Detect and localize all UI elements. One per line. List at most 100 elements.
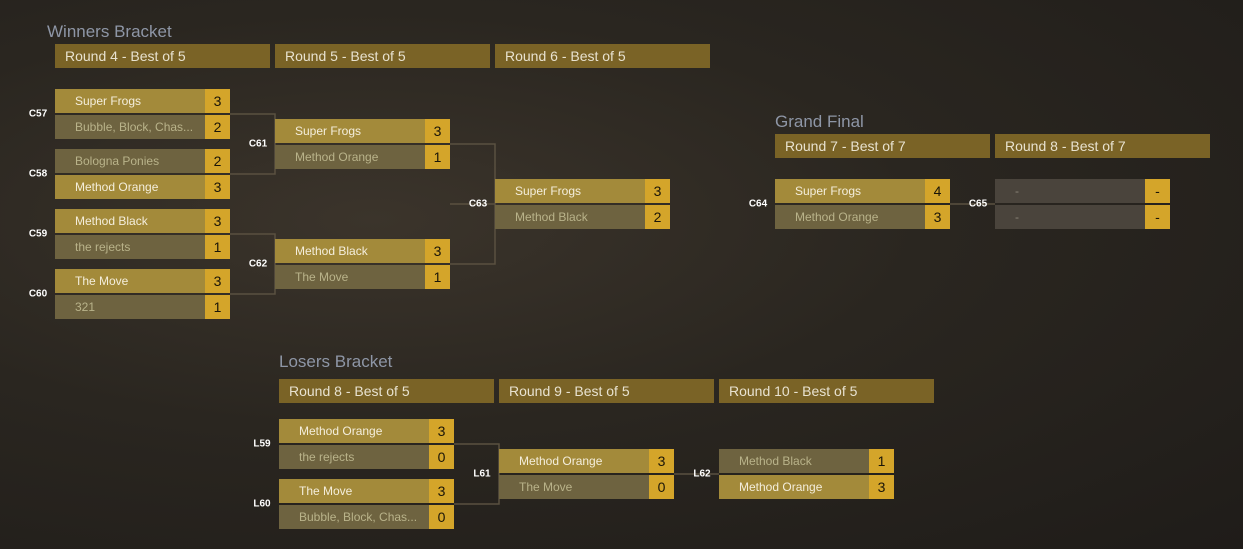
team-score: 2: [205, 115, 230, 139]
team-score: 3: [925, 205, 950, 229]
round-header: Round 7 - Best of 7: [775, 134, 990, 158]
team-name: Super Frogs: [495, 179, 645, 203]
team-score: 3: [425, 119, 450, 143]
team-score: 3: [205, 209, 230, 233]
team-name: Method Orange: [719, 475, 869, 499]
winners-bracket-title: Winners Bracket: [47, 22, 172, 41]
team-name: 321: [55, 295, 205, 319]
team-score: 1: [425, 145, 450, 169]
team-name: the rejects: [279, 445, 429, 469]
team-score: -: [1145, 179, 1170, 203]
match-id-label: C63: [468, 198, 488, 210]
match-id-label: C62: [248, 258, 268, 270]
team-row[interactable]: --: [995, 205, 1170, 229]
round-header: Round 10 - Best of 5: [719, 379, 934, 403]
team-name: Super Frogs: [275, 119, 425, 143]
team-score: 4: [925, 179, 950, 203]
team-score: 3: [205, 269, 230, 293]
team-name: Method Black: [719, 449, 869, 473]
team-score: -: [1145, 205, 1170, 229]
team-name: Bubble, Block, Chas...: [55, 115, 205, 139]
team-score: 1: [205, 235, 230, 259]
team-score: 1: [205, 295, 230, 319]
team-name: Super Frogs: [55, 89, 205, 113]
team-score: 3: [205, 175, 230, 199]
team-name: The Move: [279, 479, 429, 503]
team-score: 3: [429, 419, 454, 443]
team-score: 3: [425, 239, 450, 263]
match-C65[interactable]: ----: [995, 179, 1170, 231]
team-name: The Move: [55, 269, 205, 293]
team-score: 2: [645, 205, 670, 229]
team-score: 3: [429, 479, 454, 503]
team-score: 3: [645, 179, 670, 203]
team-name: -: [995, 205, 1145, 229]
team-name: Method Orange: [275, 145, 425, 169]
team-name: -: [995, 179, 1145, 203]
grand-final-title: Grand Final: [775, 112, 864, 131]
team-score: 0: [429, 445, 454, 469]
team-score: 1: [425, 265, 450, 289]
team-row[interactable]: --: [995, 179, 1170, 203]
match-id-label: C57: [28, 108, 48, 120]
team-score: 3: [869, 475, 894, 499]
team-name: the rejects: [55, 235, 205, 259]
team-score: 0: [429, 505, 454, 529]
match-id-label: L61: [473, 468, 491, 480]
team-row[interactable]: Bubble, Block, Chas...2: [55, 115, 230, 139]
round-header: Round 9 - Best of 5: [499, 379, 714, 403]
team-name: Method Black: [275, 239, 425, 263]
round-header: Round 8 - Best of 7: [995, 134, 1210, 158]
match-id-label: C65: [968, 198, 988, 210]
team-name: Bologna Ponies: [55, 149, 205, 173]
team-name: Method Black: [495, 205, 645, 229]
match-id-label: L59: [253, 438, 271, 450]
team-name: The Move: [275, 265, 425, 289]
match-id-label: C64: [748, 198, 768, 210]
team-name: Method Black: [55, 209, 205, 233]
team-name: The Move: [499, 475, 649, 499]
team-name: Super Frogs: [775, 179, 925, 203]
losers-bracket-title: Losers Bracket: [279, 352, 393, 371]
team-row[interactable]: Bubble, Block, Chas...0: [279, 505, 454, 529]
match-id-label: L60: [253, 498, 271, 510]
match-id-label: C58: [28, 168, 48, 180]
round-header: Round 6 - Best of 5: [495, 44, 710, 68]
team-score: 1: [869, 449, 894, 473]
